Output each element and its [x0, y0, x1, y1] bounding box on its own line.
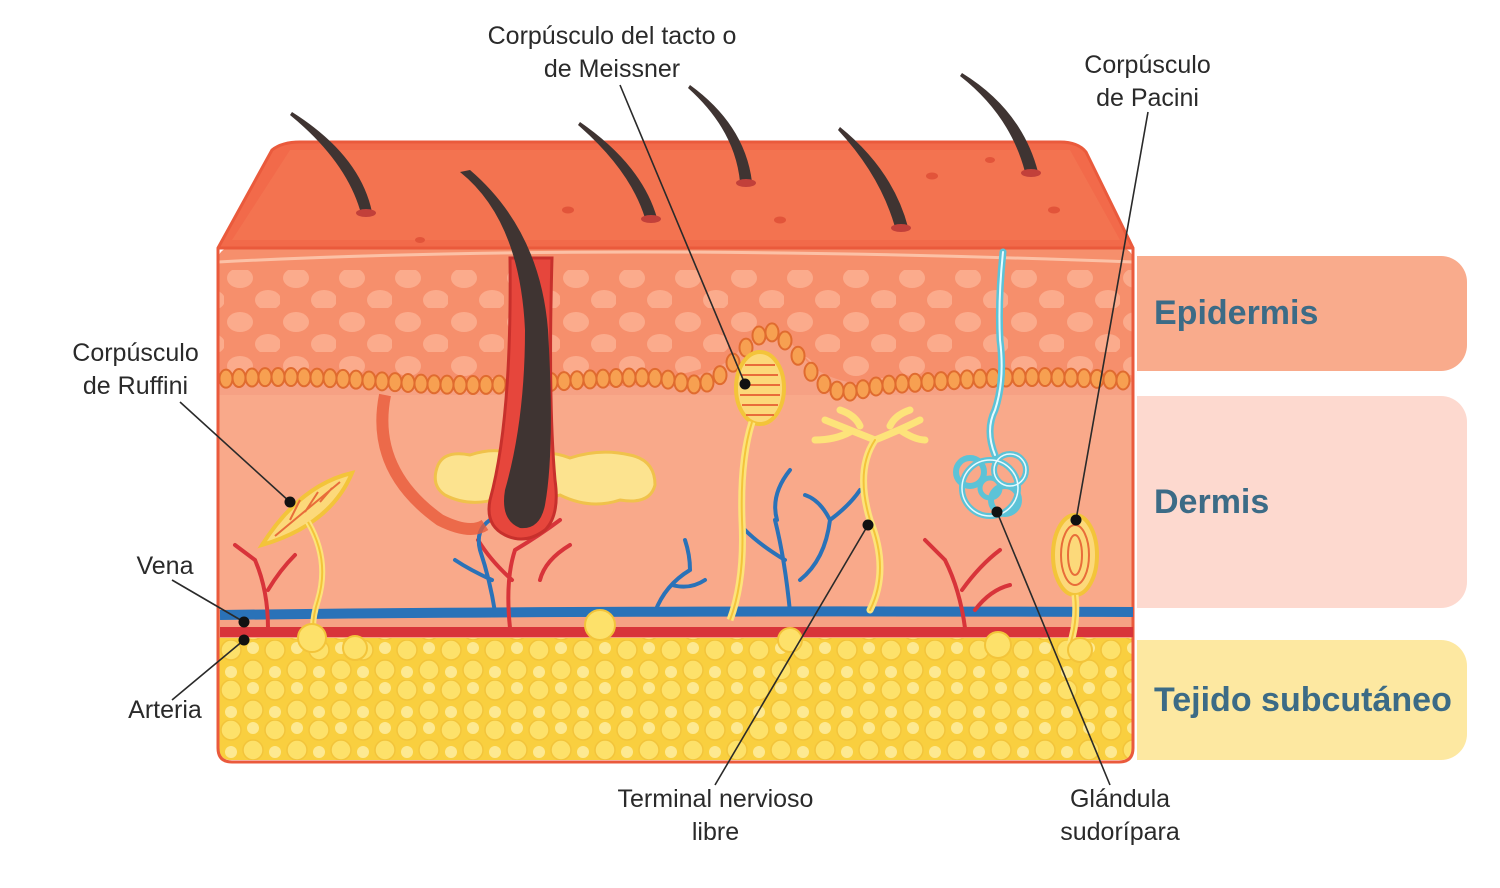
basal-cell [348, 369, 364, 390]
leader-dots [238, 378, 1082, 646]
basal-cell [829, 380, 845, 401]
basal-cell [231, 368, 247, 389]
basal-cell [608, 368, 624, 389]
basal-cell [686, 374, 702, 395]
basal-cell [660, 369, 676, 390]
basal-cell [400, 372, 416, 393]
basal-cell [283, 367, 299, 388]
label-arteria: Arteria [128, 696, 202, 724]
fat-globules-boundary [297, 609, 1093, 663]
basal-cell [309, 367, 325, 388]
basal-cell [699, 372, 715, 393]
basal-cell [959, 369, 975, 390]
ruffini-corpuscle [257, 470, 356, 641]
hair-shaft-main [460, 170, 551, 529]
basal-cell [335, 368, 351, 389]
basal-cell [777, 330, 793, 351]
basal-cell [816, 374, 832, 395]
sweat-gland [953, 248, 1029, 519]
basal-cell [322, 368, 338, 389]
basal-cell [972, 368, 988, 389]
basal-cell [621, 367, 637, 388]
basal-cell [1115, 370, 1131, 391]
basal-cell [933, 371, 949, 392]
label-vena: Vena [136, 552, 194, 580]
basal-cell [1011, 367, 1027, 388]
basal-cell [647, 367, 663, 388]
basal-cell [426, 374, 442, 395]
basal-cell [790, 345, 806, 366]
basal-cell [556, 371, 572, 392]
basal-cell [1063, 367, 1079, 388]
label-terminal-nervioso: Terminal nervioso libre [617, 785, 814, 846]
basal-cell [842, 381, 858, 402]
basal-cell [946, 370, 962, 391]
basal-cell [387, 372, 403, 393]
basal-cell [634, 367, 650, 388]
skin-front-face [218, 248, 1133, 760]
basal-cell [452, 374, 468, 395]
basal-cell [1076, 368, 1092, 389]
layer-tab-epidermis: Epidermis [1137, 256, 1467, 371]
basal-cell [764, 322, 780, 343]
basal-cell [920, 371, 936, 392]
basal-cell [257, 367, 273, 388]
label-meissner: Corpúsculo del tacto o de Meissner [487, 22, 737, 83]
skin-pores [415, 157, 1060, 243]
artery-branches [233, 518, 1012, 630]
vein-branches [453, 468, 862, 614]
label-glandula-sudoripara: Glándula sudorípara [1060, 785, 1180, 846]
basal-cell [478, 374, 494, 395]
basal-cell [244, 367, 260, 388]
layer-name-dermis: Dermis [1154, 482, 1270, 521]
basal-cell [1037, 367, 1053, 388]
basal-cell [361, 370, 377, 391]
basal-cell [1024, 367, 1040, 388]
layer-tab-subcutaneous: Tejido subcutáneo [1137, 640, 1467, 760]
basal-cell [569, 370, 585, 391]
layer-name-epidermis: Epidermis [1154, 294, 1319, 332]
arrector-pili-muscle [376, 393, 489, 535]
basal-cell [751, 325, 767, 346]
basal-cell [374, 371, 390, 392]
basal-cell [465, 374, 481, 395]
basal-cell [868, 376, 884, 397]
basal-cell [270, 367, 286, 388]
basal-cell [712, 365, 728, 386]
vein [219, 606, 1134, 620]
basal-cell [907, 372, 923, 393]
basal-cell [894, 373, 910, 394]
basal-cell [1102, 369, 1118, 390]
artery [219, 626, 1134, 637]
basal-cell [855, 379, 871, 400]
basal-cell [881, 374, 897, 395]
label-pacini: Corpúsculo de Pacini [1084, 51, 1211, 112]
basal-cell [413, 373, 429, 394]
basal-cell [582, 369, 598, 390]
basal-cell [595, 368, 611, 389]
surface-hairs [290, 73, 1038, 227]
basal-cell [1050, 367, 1066, 388]
layer-tab-dermis: Dermis [1137, 396, 1467, 608]
basal-cell [673, 372, 689, 393]
label-ruffini: Corpúsculo de Ruffini [72, 339, 199, 400]
hair-pores [356, 169, 1041, 232]
basal-cell [491, 374, 507, 395]
meissner-corpuscle [726, 350, 786, 622]
basal-cell [296, 367, 312, 388]
basal-cell [803, 361, 819, 382]
leader-lines [171, 84, 1149, 786]
basal-cell [439, 374, 455, 395]
layer-name-subcutaneous: Tejido subcutáneo [1154, 680, 1452, 719]
